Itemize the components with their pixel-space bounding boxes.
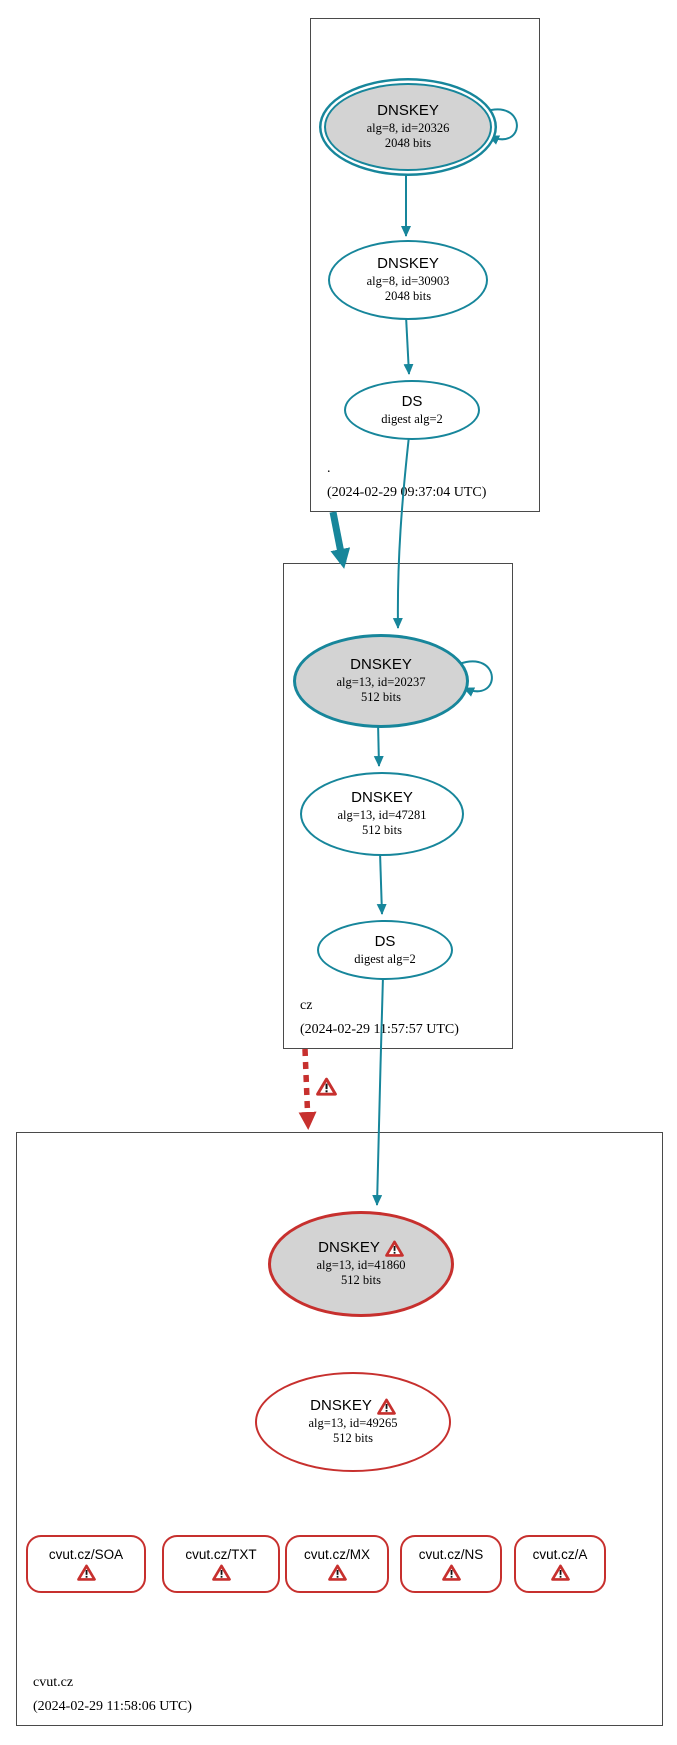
- node-size: 2048 bits: [384, 136, 432, 151]
- node-size: 512 bits: [361, 690, 401, 705]
- node-detail: digest alg=2: [354, 951, 416, 966]
- node-title: DNSKEY: [377, 255, 439, 272]
- zone-timestamp-cz: (2024-02-29 11:57:57 UTC): [300, 1022, 459, 1037]
- zone-timestamp-root: (2024-02-29 09:37:04 UTC): [327, 485, 487, 500]
- node-title: DNSKEY: [377, 102, 439, 119]
- node-detail: alg=8, id=20326: [366, 120, 450, 135]
- edge-delegation-cz-to-cvut-bogus: [298, 1048, 317, 1130]
- node-detail: alg=13, id=41860: [316, 1257, 406, 1272]
- node-cvut-dnskey-zsk[interactable]: DNSKEY alg=13, id=49265 512 bits: [255, 1372, 451, 1472]
- node-size: 512 bits: [333, 1431, 373, 1446]
- zone-name-cvut: cvut.cz: [33, 1675, 74, 1690]
- warning-icon: [550, 1564, 570, 1581]
- node-title: DS: [401, 392, 423, 410]
- rrset-label: cvut.cz/A: [532, 1547, 588, 1562]
- node-detail: alg=13, id=47281: [337, 807, 427, 822]
- zone-timestamp-cvut: (2024-02-29 11:58:06 UTC): [33, 1699, 192, 1714]
- node-title: DS: [374, 932, 396, 950]
- rrset-cvut-mx[interactable]: cvut.cz/MX: [285, 1535, 389, 1593]
- node-detail: alg=13, id=20237: [336, 674, 426, 689]
- node-detail: alg=13, id=49265: [308, 1415, 398, 1430]
- node-size: 2048 bits: [384, 289, 432, 304]
- rrset-label: cvut.cz/NS: [418, 1547, 484, 1562]
- rrset-cvut-txt[interactable]: cvut.cz/TXT: [162, 1535, 280, 1593]
- node-cz-dnskey-zsk[interactable]: DNSKEY alg=13, id=47281 512 bits: [300, 772, 464, 856]
- node-root-dnskey-zsk[interactable]: DNSKEY alg=8, id=30903 2048 bits: [328, 240, 488, 320]
- rrset-label: cvut.cz/MX: [303, 1547, 370, 1562]
- rrset-cvut-ns[interactable]: cvut.cz/NS: [400, 1535, 502, 1593]
- node-title: DNSKEY: [351, 789, 413, 806]
- rrset-cvut-soa[interactable]: cvut.cz/SOA: [26, 1535, 146, 1593]
- warning-icon: [211, 1564, 231, 1581]
- node-detail: alg=8, id=30903: [366, 273, 450, 288]
- zone-name-root: .: [327, 461, 331, 476]
- warning-icon: [316, 1077, 337, 1096]
- warning-icon: [384, 1240, 404, 1257]
- warning-icon: [76, 1564, 96, 1581]
- node-cz-ds[interactable]: DS digest alg=2: [317, 920, 453, 980]
- node-cz-dnskey-ksk[interactable]: DNSKEY alg=13, id=20237 512 bits: [293, 634, 469, 728]
- node-root-ds[interactable]: DS digest alg=2: [344, 380, 480, 440]
- warning-icon: [327, 1564, 347, 1581]
- edge-delegation-root-to-cz: [329, 511, 351, 569]
- rrset-label: cvut.cz/SOA: [48, 1547, 124, 1562]
- node-title: DNSKEY: [310, 1397, 372, 1414]
- rrset-label: cvut.cz/TXT: [185, 1547, 257, 1562]
- rrset-cvut-a[interactable]: cvut.cz/A: [514, 1535, 606, 1593]
- node-root-dnskey-ksk[interactable]: DNSKEY alg=8, id=20326 2048 bits: [324, 83, 492, 171]
- node-size: 512 bits: [341, 1273, 381, 1288]
- zone-name-cz: cz: [300, 998, 313, 1013]
- warning-icon: [441, 1564, 461, 1581]
- warning-icon: [376, 1398, 396, 1415]
- node-title: DNSKEY: [350, 656, 412, 673]
- node-size: 512 bits: [362, 823, 402, 838]
- node-cvut-dnskey-ksk[interactable]: DNSKEY alg=13, id=41860 512 bits: [268, 1211, 454, 1317]
- node-detail: digest alg=2: [381, 411, 443, 426]
- node-title: DNSKEY: [318, 1239, 380, 1256]
